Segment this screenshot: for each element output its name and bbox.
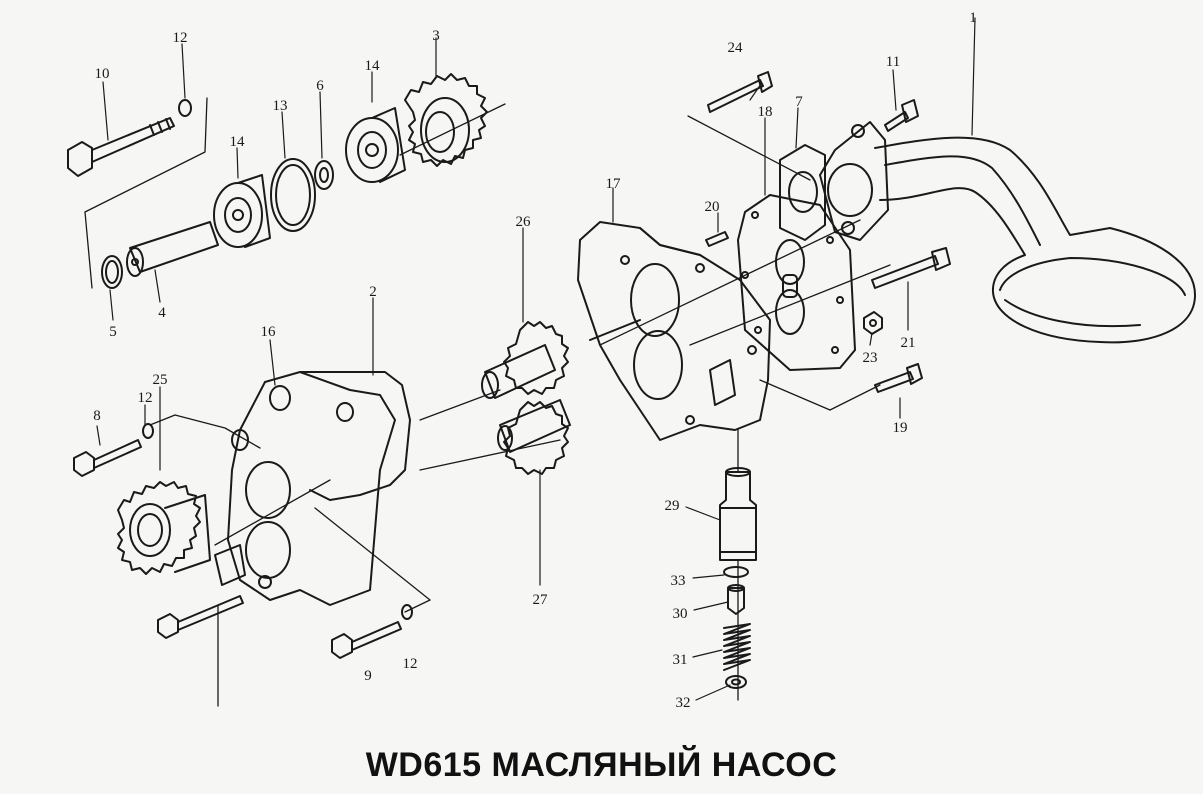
label-4: 4 bbox=[158, 305, 166, 321]
label-8: 8 bbox=[93, 408, 101, 424]
seal-ring-part-33 bbox=[723, 566, 749, 578]
valve-plunger-part-30 bbox=[727, 584, 745, 615]
label-26: 26 bbox=[516, 214, 532, 230]
label-27: 27 bbox=[533, 592, 549, 608]
label-12-top: 12 bbox=[173, 30, 188, 46]
leader-lines bbox=[96, 17, 976, 701]
label-6: 6 bbox=[316, 78, 324, 94]
shaft-part-4 bbox=[126, 221, 219, 277]
label-19: 19 bbox=[893, 420, 908, 436]
nut-part-23 bbox=[863, 311, 883, 335]
bearing-part-14-upper bbox=[345, 107, 406, 183]
bolt-part-11 bbox=[884, 99, 919, 132]
valve-spring-part-31 bbox=[723, 623, 751, 671]
label-17: 17 bbox=[606, 176, 622, 192]
driven-gear-part-27 bbox=[497, 399, 571, 475]
cover-plate-part-18 bbox=[737, 194, 856, 371]
label-16: 16 bbox=[261, 324, 277, 340]
label-3: 3 bbox=[432, 28, 440, 44]
label-7: 7 bbox=[795, 94, 803, 110]
bolt-part-19 bbox=[874, 363, 923, 393]
washer-part-6 bbox=[314, 160, 334, 190]
label-5: 5 bbox=[109, 324, 117, 340]
label-14-bottom: 14 bbox=[230, 134, 246, 150]
bolt-part-8 bbox=[73, 439, 142, 477]
pin-part-20 bbox=[705, 231, 729, 247]
label-25: 25 bbox=[153, 372, 168, 388]
drive-gear-part-26 bbox=[481, 319, 641, 399]
gasket-part-2 bbox=[299, 371, 411, 501]
bolt-part-9 bbox=[331, 621, 402, 659]
flange-gasket-part-7 bbox=[779, 144, 826, 241]
label-33: 33 bbox=[671, 573, 686, 589]
label-1: 1 bbox=[969, 10, 977, 26]
label-2: 2 bbox=[369, 284, 377, 300]
label-11: 11 bbox=[886, 54, 900, 70]
washer-part-12-bottom bbox=[401, 604, 413, 620]
bolt-part-10 bbox=[67, 117, 175, 177]
label-18: 18 bbox=[758, 104, 773, 120]
label-9: 9 bbox=[364, 668, 372, 684]
bolt-part-24 bbox=[707, 71, 773, 113]
label-20: 20 bbox=[705, 199, 720, 215]
valve-housing-part-29 bbox=[719, 467, 757, 561]
bolt-part-21 bbox=[871, 247, 951, 289]
label-30: 30 bbox=[673, 606, 688, 622]
label-10: 10 bbox=[95, 66, 110, 82]
snap-ring-part-13 bbox=[270, 158, 316, 232]
gear-part-3 bbox=[404, 73, 488, 167]
label-29: 29 bbox=[665, 498, 680, 514]
diagram-title: WD615 МАСЛЯНЫЙ НАСОС bbox=[365, 746, 838, 784]
pump-body-part-17 bbox=[577, 221, 771, 441]
label-24: 24 bbox=[728, 40, 744, 56]
suction-pipe-part-1 bbox=[819, 121, 1196, 344]
washer-part-12-top bbox=[178, 99, 192, 117]
gear-part-25 bbox=[117, 481, 211, 575]
assembly-lines bbox=[84, 97, 891, 707]
washer-part-32 bbox=[725, 675, 747, 689]
label-13: 13 bbox=[273, 98, 288, 114]
washer-part-12-left bbox=[142, 423, 154, 439]
callout-labels: 1 12 3 24 11 14 10 6 7 13 18 14 17 20 26… bbox=[93, 10, 977, 711]
label-12-bottom: 12 bbox=[403, 656, 418, 672]
label-23: 23 bbox=[863, 350, 878, 366]
label-21: 21 bbox=[901, 335, 916, 351]
front-housing-part-16 bbox=[214, 371, 396, 606]
label-12-left: 12 bbox=[138, 390, 153, 406]
bearing-part-14-lower bbox=[213, 174, 271, 248]
label-31: 31 bbox=[673, 652, 688, 668]
label-14-top: 14 bbox=[365, 58, 381, 74]
label-32: 32 bbox=[676, 695, 691, 711]
bolt-long-lower bbox=[157, 595, 244, 639]
o-ring-part-5 bbox=[101, 255, 123, 289]
